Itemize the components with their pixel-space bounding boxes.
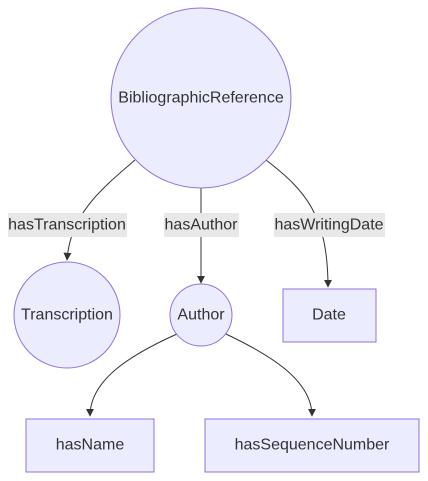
edge-has-writing-date: [265, 159, 332, 288]
edge-label-has-writing-date: hasWritingDate: [274, 213, 385, 237]
node-date: Date: [282, 288, 377, 343]
svg-text:hasSequenceNumber: hasSequenceNumber: [235, 437, 390, 454]
edge-label-has-author: hasAuthor: [164, 213, 239, 237]
edge-author-has-name: [86, 333, 178, 417]
svg-text:hasName: hasName: [56, 437, 125, 454]
svg-text:Date: Date: [312, 307, 346, 324]
edge-author-has-sequence-number: [225, 333, 316, 417]
node-transcription: Transcription: [13, 261, 121, 369]
svg-text:hasAuthor: hasAuthor: [165, 217, 239, 234]
svg-text:hasTranscription: hasTranscription: [8, 217, 126, 234]
edge-has-transcription: [63, 159, 136, 261]
edge-label-has-transcription: hasTranscription: [8, 213, 127, 237]
node-has-name: hasName: [25, 418, 155, 473]
svg-text:hasWritingDate: hasWritingDate: [274, 217, 383, 234]
edges: [63, 159, 332, 417]
svg-text:Transcription: Transcription: [21, 307, 113, 324]
node-has-sequence-number: hasSequenceNumber: [204, 418, 420, 473]
svg-text:BibliographicReference: BibliographicReference: [118, 90, 284, 107]
nodes: BibliographicReference Transcription Aut…: [13, 7, 420, 473]
node-author: Author: [169, 283, 233, 347]
svg-text:Author: Author: [177, 307, 225, 324]
node-bibliographic-reference: BibliographicReference: [110, 7, 292, 189]
edge-labels: hasTranscription hasAuthor hasWritingDat…: [8, 213, 385, 237]
